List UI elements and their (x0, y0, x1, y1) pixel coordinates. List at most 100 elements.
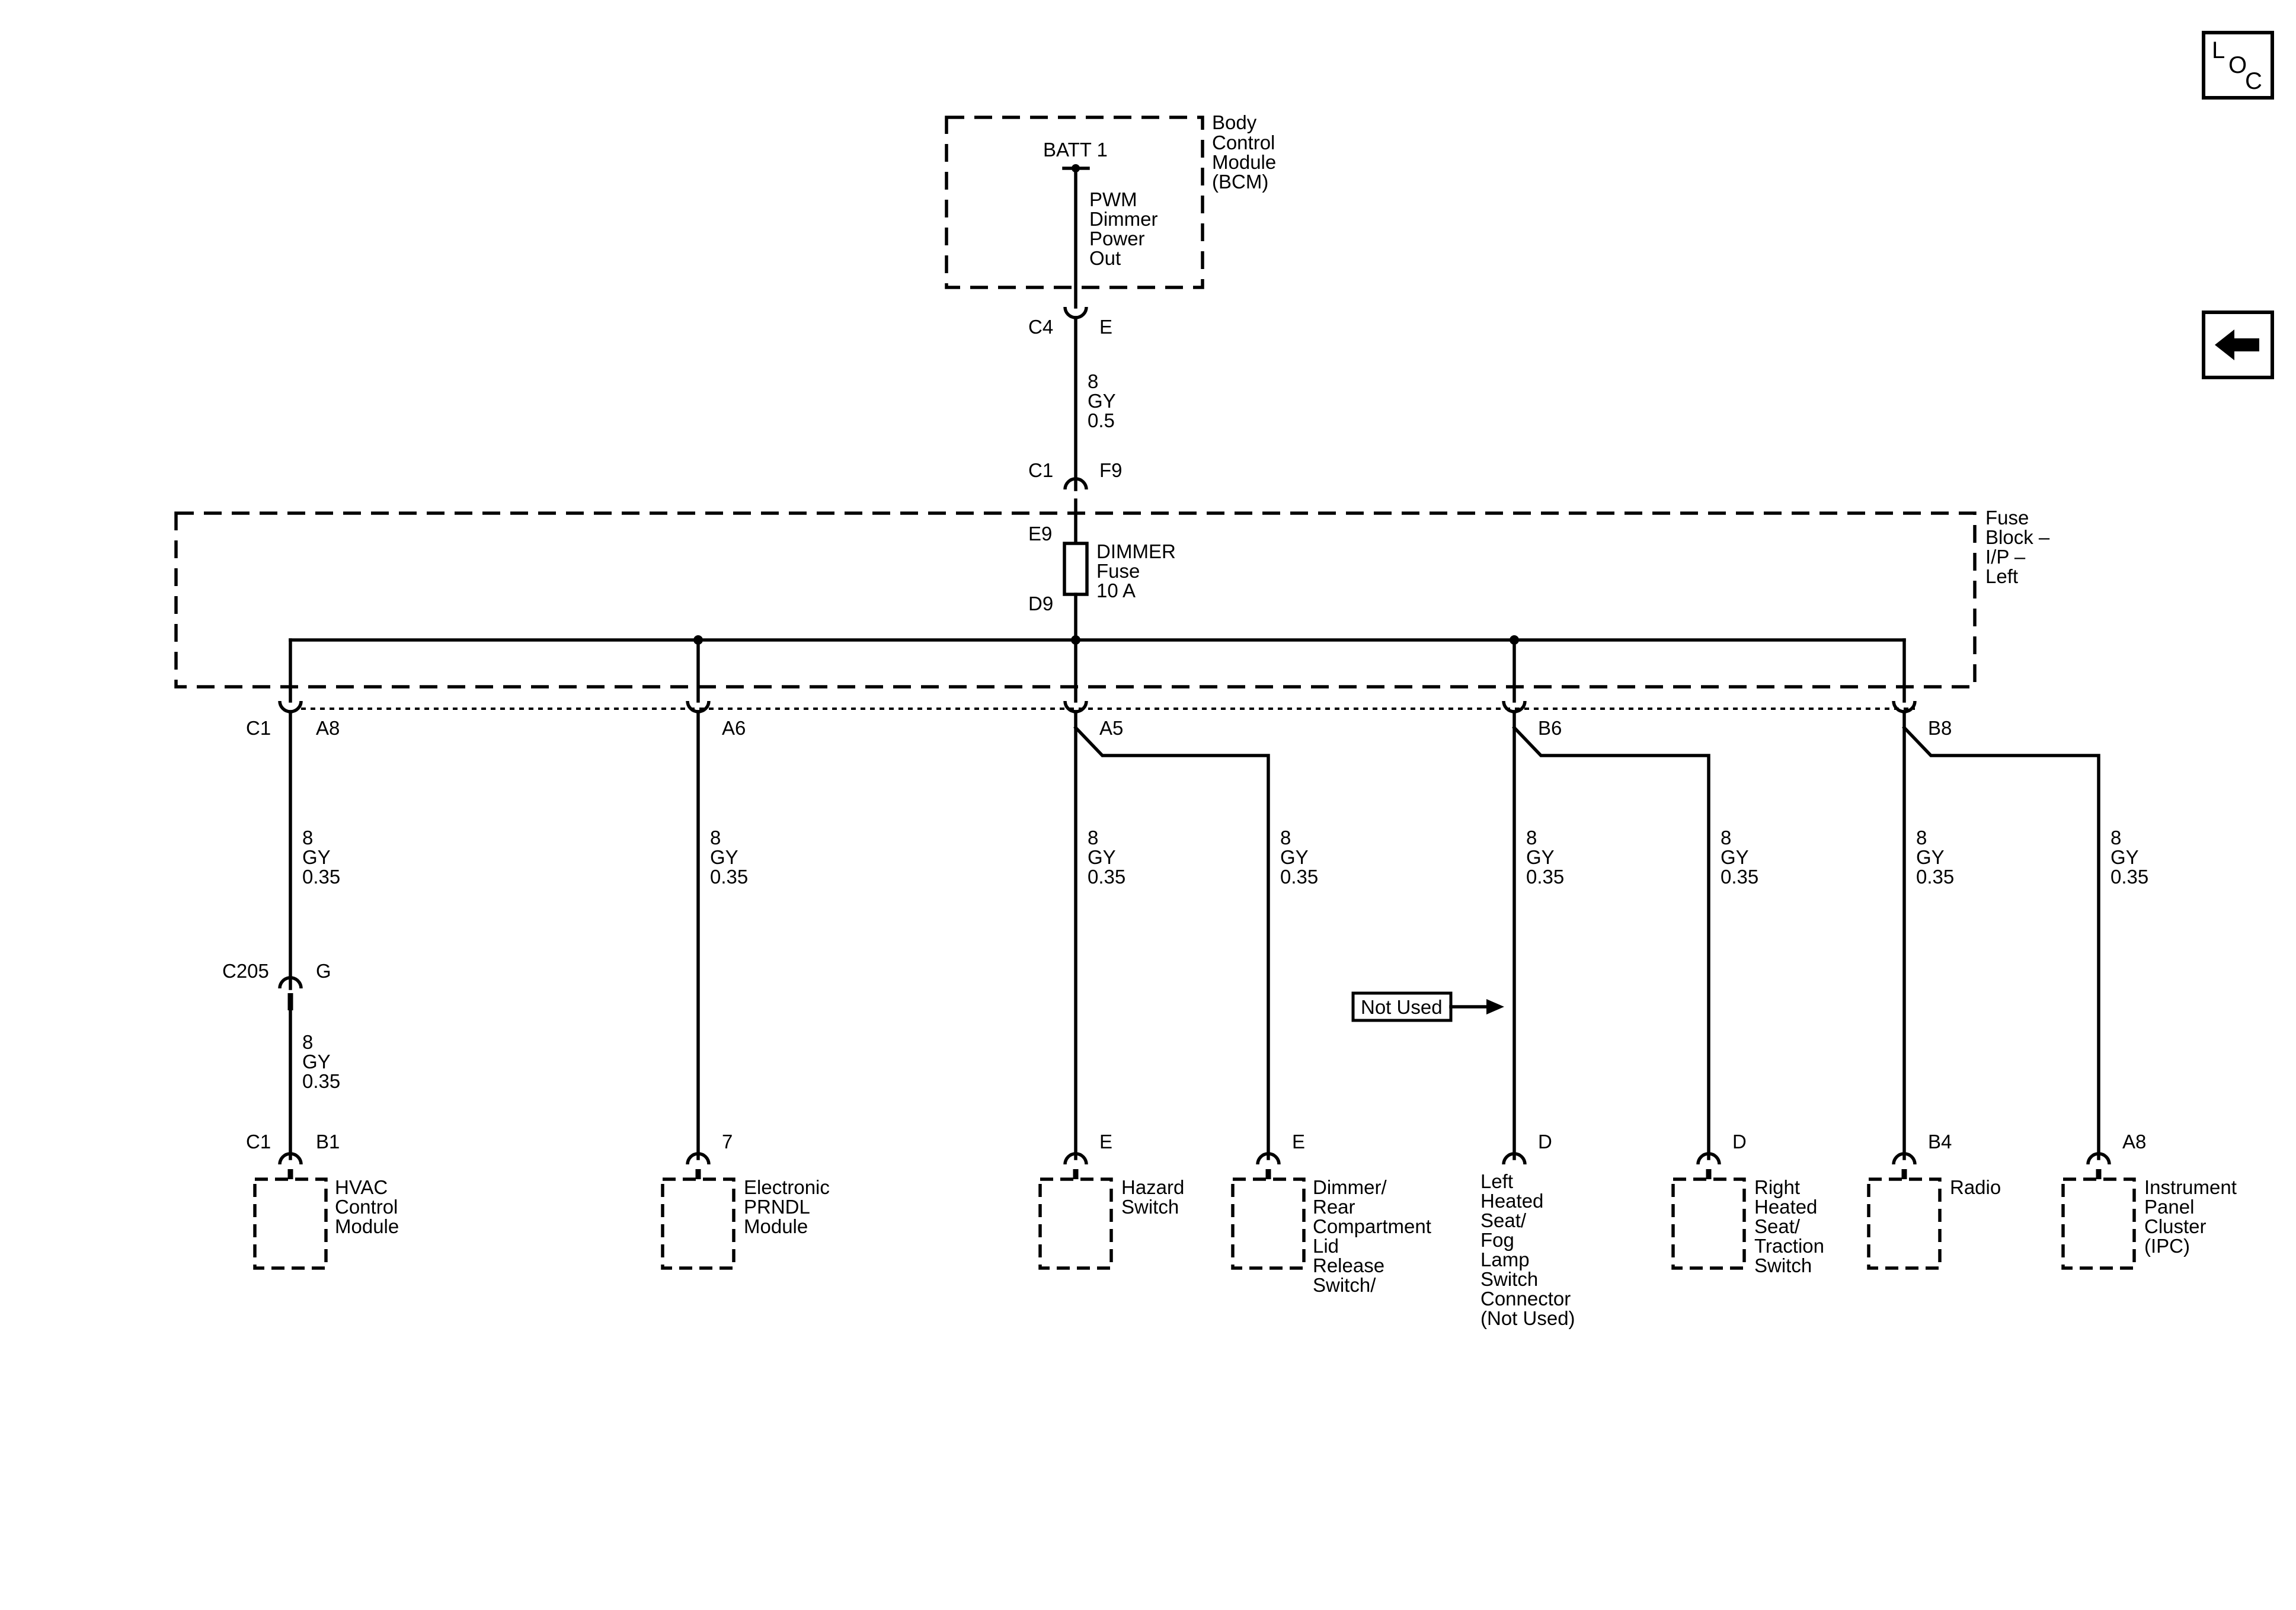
wire-a6-size: 8 (710, 827, 721, 849)
c205-label: C205 (222, 960, 269, 982)
c1-in-pin: F9 (1099, 459, 1123, 481)
fuse-block-title-line-4: Left (1985, 565, 2018, 587)
bcm-circuit-line-4: Out (1089, 247, 1121, 269)
c4-label: C4 (1028, 316, 1053, 338)
fuse-block: Fuse Block – I/P – Left E9 D9 DIMMER Fus… (174, 498, 2050, 689)
component-ipc-label-1: Instrument (2144, 1176, 2237, 1198)
wire-b8b-size: 8 (2110, 827, 2121, 849)
component-left-seat-label-4: Fog (1480, 1229, 1514, 1251)
component-right-seat-label-5: Switch (1754, 1254, 1812, 1276)
wire-b6a-color: GY (1526, 846, 1555, 868)
connector-c1-f9 (1063, 477, 1088, 490)
component-ipc: A8 Instrument Panel Cluster (IPC) (2061, 1131, 2237, 1270)
component-hazard-switch: E Hazard Switch (1038, 1131, 1184, 1270)
fuse-block-title-line-1: Fuse (1985, 507, 2029, 529)
wire-a8-gauge: 0.35 (302, 866, 340, 888)
fuse-block-title-line-2: Block – (1985, 526, 2050, 548)
c1-in-label: C1 (1028, 459, 1053, 481)
left-arrow-shape (2215, 329, 2259, 360)
bcm-circuit-line-3: Power (1089, 228, 1145, 249)
component-hvac: C1 B1 HVAC Control Module (246, 1131, 399, 1270)
not-used-label: Not Used (1361, 996, 1443, 1018)
component-left-seat-label-1: Left (1480, 1170, 1513, 1192)
wire-b8a-size: 8 (1916, 827, 1927, 849)
component-prndl-label-3: Module (744, 1215, 808, 1237)
pin-a6: A6 (722, 717, 746, 739)
wire-a5a-size: 8 (1088, 827, 1098, 849)
pin-b8: B8 (1928, 717, 1952, 739)
component-dimmer-label-2: Rear (1313, 1196, 1355, 1218)
component-right-seat-label-2: Heated (1754, 1196, 1817, 1218)
component-dimmer-label-3: Compartment (1313, 1215, 1431, 1237)
component-left-seat-label-2: Heated (1480, 1190, 1543, 1212)
not-used-callout: Not Used (1351, 991, 1504, 1022)
left-arrow-icon[interactable] (2202, 311, 2274, 379)
loc-letter-l: L (2212, 37, 2225, 63)
component-hvac-pin: B1 (316, 1131, 340, 1153)
component-right-heated-seat: D Right Heated Seat/ Traction Switch (1671, 1131, 1824, 1276)
component-ipc-pin: A8 (2122, 1131, 2146, 1153)
c4-pin: E (1099, 316, 1112, 338)
component-right-seat-label-3: Seat/ (1754, 1215, 1801, 1237)
component-hvac-label-1: HVAC (335, 1176, 388, 1198)
fuse-top-terminal: E9 (1028, 523, 1052, 545)
component-hazard-label-2: Switch (1121, 1196, 1179, 1218)
wire-b8a-gauge: 0.35 (1916, 866, 1954, 888)
wire-a6-color: GY (710, 846, 738, 868)
wire-b8b-gauge: 0.35 (2110, 866, 2148, 888)
wire-c205-gauge: 0.35 (302, 1070, 340, 1092)
component-dimmer-label-4: Lid (1313, 1235, 1339, 1257)
bcm-title-line-2: Control (1212, 132, 1275, 153)
wire-c205-color: GY (302, 1051, 331, 1073)
wire-b6a-gauge: 0.35 (1526, 866, 1564, 888)
component-left-seat-label-8: (Not Used) (1480, 1307, 1575, 1329)
pin-a5: A5 (1099, 717, 1123, 739)
wire-a5b-color: GY (1280, 846, 1309, 868)
loc-icon[interactable]: L O C (2202, 31, 2274, 100)
component-prndl-label-1: Electronic (744, 1176, 830, 1198)
component-dimmer-switch: E Dimmer/ Rear Compartment Lid Release S… (1231, 1131, 1431, 1296)
wire-a8-size: 8 (302, 827, 313, 849)
connector-c205 (278, 976, 303, 989)
component-left-seat-label-3: Seat/ (1480, 1209, 1527, 1231)
fuse-label-line-1: DIMMER (1096, 540, 1176, 562)
bcm-circuit-line-2: Dimmer (1089, 208, 1157, 230)
fuse-label-line-3: 10 A (1096, 580, 1136, 601)
wire-b6a-size: 8 (1526, 827, 1537, 849)
pin-b6: B6 (1538, 717, 1562, 739)
loc-letter-c: C (2245, 68, 2262, 94)
wire-c205-size: 8 (302, 1031, 313, 1053)
wire-top-color: GY (1088, 390, 1116, 412)
wire-b8a-color: GY (1916, 846, 1945, 868)
component-left-heated-seat: D Left Heated Seat/ Fog Lamp Switch Conn… (1480, 1131, 1575, 1329)
component-hvac-label-2: Control (335, 1196, 398, 1218)
component-radio: B4 Radio (1867, 1131, 2001, 1270)
component-radio-pin: B4 (1928, 1131, 1952, 1153)
component-hazard-pin: E (1099, 1131, 1112, 1153)
wire-top-gauge: 0.5 (1088, 409, 1115, 431)
component-radio-label-1: Radio (1950, 1176, 2001, 1198)
c205-pin: G (316, 960, 331, 982)
component-ipc-label-4: (IPC) (2144, 1235, 2190, 1257)
fuse-bottom-terminal: D9 (1028, 593, 1053, 614)
component-left-seat-label-7: Connector (1480, 1288, 1571, 1310)
bcm-module: Body Control Module (BCM) BATT 1 PWM Dim… (945, 111, 1276, 289)
component-left-seat-pin: D (1538, 1131, 1552, 1153)
component-hazard-label-1: Hazard (1121, 1176, 1184, 1198)
bcm-title-line-1: Body (1212, 111, 1257, 133)
component-ipc-label-3: Cluster (2144, 1215, 2207, 1237)
component-prndl-label-2: PRNDL (744, 1196, 810, 1218)
component-hvac-connector: C1 (246, 1131, 271, 1153)
component-prndl-pin: 7 (722, 1131, 733, 1153)
wire-b6b-color: GY (1721, 846, 1749, 868)
bcm-title-line-4: (BCM) (1212, 171, 1268, 193)
component-dimmer-label-5: Release (1313, 1254, 1384, 1276)
bcm-circuit-line-1: PWM (1089, 188, 1137, 210)
batt-label: BATT 1 (1043, 139, 1108, 161)
wire-b8b-color: GY (2110, 846, 2139, 868)
not-used-arrow-icon (1486, 999, 1504, 1014)
wire-a5b-size: 8 (1280, 827, 1291, 849)
pin-a8: A8 (316, 717, 340, 739)
wire-a6-gauge: 0.35 (710, 866, 748, 888)
